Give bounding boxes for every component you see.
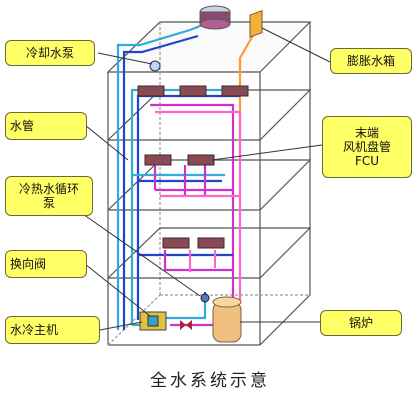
circulation-pump-label: 冷热水循环 泵: [5, 176, 93, 216]
fcu-units: [137, 85, 249, 249]
boiler-unit: [212, 296, 242, 343]
water-pipe-label: 水管: [5, 112, 87, 140]
diagram-caption: 全水系统示意: [150, 371, 270, 391]
leader-lines: [69, 27, 331, 331]
cooling-pump-label: 冷却水泵: [5, 40, 95, 66]
circ-pump-label-line1: 冷热水循环: [18, 182, 79, 196]
expansion-tank: [249, 9, 263, 38]
circulation-pump-icon: [200, 293, 210, 303]
reversing-valve-icon: [180, 320, 192, 330]
fcu-label: 末端 风机盘管 FCU: [322, 116, 412, 178]
cooling-tower: [199, 5, 231, 30]
building-frame: [106, 21, 312, 346]
chiller-unit: [139, 311, 167, 331]
fcu-label-line1: 末端: [354, 126, 379, 140]
cooling-pump-icon: [149, 60, 161, 72]
fcu-label-line2: 风机盘管: [342, 140, 391, 154]
expansion-tank-label: 膨胀水箱: [330, 48, 412, 74]
pipes: [116, 20, 256, 330]
boiler-label: 锅炉: [320, 310, 402, 336]
chiller-label: 水冷主机: [5, 316, 100, 344]
circ-pump-label-line2: 泵: [42, 196, 55, 210]
reversing-valve-label: 换向阀: [5, 250, 87, 278]
fcu-label-line3: FCU: [354, 154, 380, 168]
